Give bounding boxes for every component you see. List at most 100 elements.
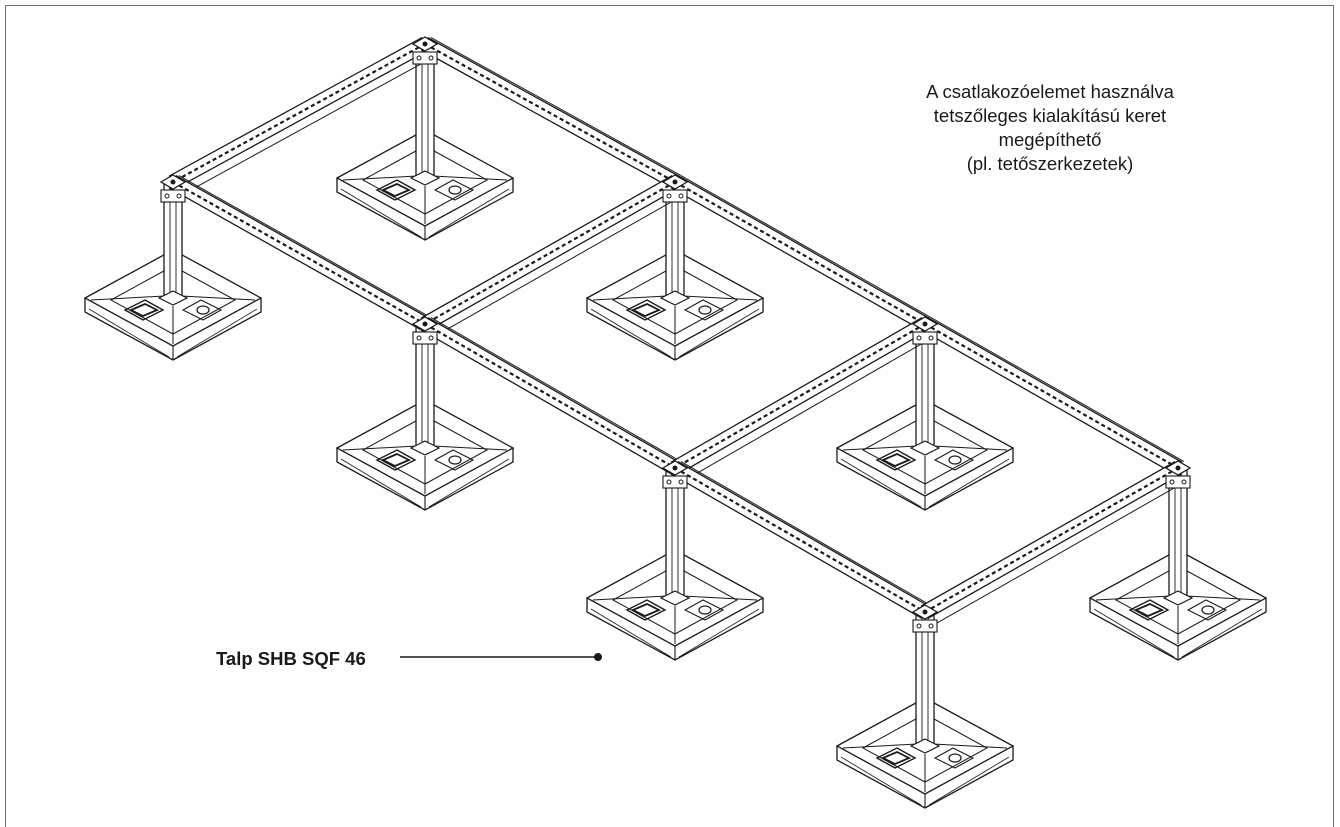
- joint-bracket: [412, 51, 438, 65]
- joint-screw: [678, 193, 684, 199]
- description-line-3: megépíthető: [998, 129, 1102, 150]
- joint-mid-front: [661, 460, 689, 489]
- base-hole: [1201, 605, 1215, 615]
- post-left: [157, 181, 189, 306]
- joint-screw: [666, 479, 672, 485]
- base-pocket-inner: [1133, 603, 1165, 617]
- beam-flange: [680, 175, 932, 319]
- joint-bolt: [1175, 465, 1181, 471]
- base-ridge: [180, 295, 256, 301]
- base-rib: [678, 608, 760, 658]
- base-pocket-inner: [880, 751, 912, 765]
- post-collar: [409, 170, 441, 186]
- joint-mid-back: [661, 174, 689, 203]
- base-rib: [340, 458, 422, 508]
- joint-left: [159, 174, 187, 203]
- base-pocket-inner: [380, 183, 412, 197]
- post-collar: [157, 290, 189, 306]
- beam-flange: [430, 317, 682, 463]
- base-pocket-inner: [128, 303, 160, 317]
- base-hole: [196, 305, 210, 315]
- joint-bolt: [422, 321, 428, 327]
- beam-flange: [178, 175, 432, 318]
- base-pocket: [123, 299, 165, 321]
- description-line-1: A csatlakozóelemet használva: [926, 81, 1174, 102]
- joint-front: [911, 604, 939, 633]
- post-mid-front: [659, 467, 691, 606]
- post-collar: [909, 738, 941, 754]
- callout-label: Talp SHB SQF 46: [216, 648, 366, 669]
- base-ridge: [342, 175, 418, 181]
- post-front: [909, 611, 941, 754]
- base-pocket: [875, 747, 917, 769]
- base-inner-rim: [861, 713, 989, 783]
- post-collar: [909, 440, 941, 456]
- base-ridge: [932, 445, 1008, 451]
- joint-bolt: [422, 41, 428, 47]
- base-pocket: [625, 299, 667, 321]
- joint-bolt: [922, 321, 928, 327]
- joint-screw: [928, 335, 934, 341]
- post-mid-back: [659, 181, 691, 306]
- base-hole: [948, 753, 962, 763]
- post-right-back: [909, 323, 941, 456]
- beam-flange: [680, 337, 932, 483]
- description-line-4: (pl. tetőszerkezetek): [966, 153, 1134, 174]
- joint-screw: [916, 335, 922, 341]
- joint-screw: [1169, 479, 1175, 485]
- base-inner-rim: [1114, 565, 1242, 635]
- joint-bracket: [912, 619, 938, 633]
- base-ridge: [1095, 595, 1171, 601]
- callout-leader-dot: [594, 653, 602, 661]
- base-ridge: [682, 295, 758, 301]
- base-hole: [448, 185, 462, 195]
- base-pocket: [875, 449, 917, 471]
- joint-mid: [411, 316, 439, 345]
- base-ridge: [432, 445, 508, 451]
- joint-screw: [416, 55, 422, 61]
- base-rib: [840, 756, 922, 806]
- base-hole-pocket: [1186, 599, 1228, 621]
- base-hole: [698, 305, 712, 315]
- base-pocket-inner: [630, 603, 662, 617]
- base-rib: [176, 308, 258, 358]
- base-rib: [340, 188, 422, 238]
- beam-flange: [178, 58, 432, 197]
- base-ridge: [842, 445, 918, 451]
- base-ridge: [432, 175, 508, 181]
- base-ridge: [932, 743, 1008, 749]
- joint-screw: [916, 623, 922, 629]
- base-ridge: [1185, 595, 1261, 601]
- base-inner-rim: [361, 415, 489, 485]
- post-collar: [409, 440, 441, 456]
- base-hole-pocket: [683, 599, 725, 621]
- base-pocket-inner: [630, 303, 662, 317]
- joint-back-left: [411, 36, 439, 65]
- joint-screw: [1181, 479, 1187, 485]
- joint-screw: [428, 335, 434, 341]
- joint-screw: [164, 193, 170, 199]
- joint-bracket: [160, 189, 186, 203]
- joint-screw: [678, 479, 684, 485]
- joint-bolt: [672, 465, 678, 471]
- base-pocket: [1128, 599, 1170, 621]
- beam-slot: [172, 181, 426, 325]
- base-hole-pocket: [933, 449, 975, 471]
- base-rib: [840, 458, 922, 508]
- base-ridge: [592, 595, 668, 601]
- base-rib: [590, 608, 672, 658]
- base-rib: [1093, 608, 1175, 658]
- base-rib: [88, 308, 170, 358]
- beam-flange: [930, 317, 1185, 463]
- base-rib: [590, 308, 672, 358]
- post-right: [1162, 467, 1194, 606]
- joint-bracket: [912, 331, 938, 345]
- base-pocket-inner: [380, 453, 412, 467]
- base-pocket: [375, 179, 417, 201]
- base-rib: [428, 188, 510, 238]
- base-hole-pocket: [433, 179, 475, 201]
- base-inner-rim: [109, 265, 237, 335]
- beam-slot: [674, 323, 926, 469]
- post-mid: [409, 323, 441, 456]
- beam-flange: [430, 37, 682, 176]
